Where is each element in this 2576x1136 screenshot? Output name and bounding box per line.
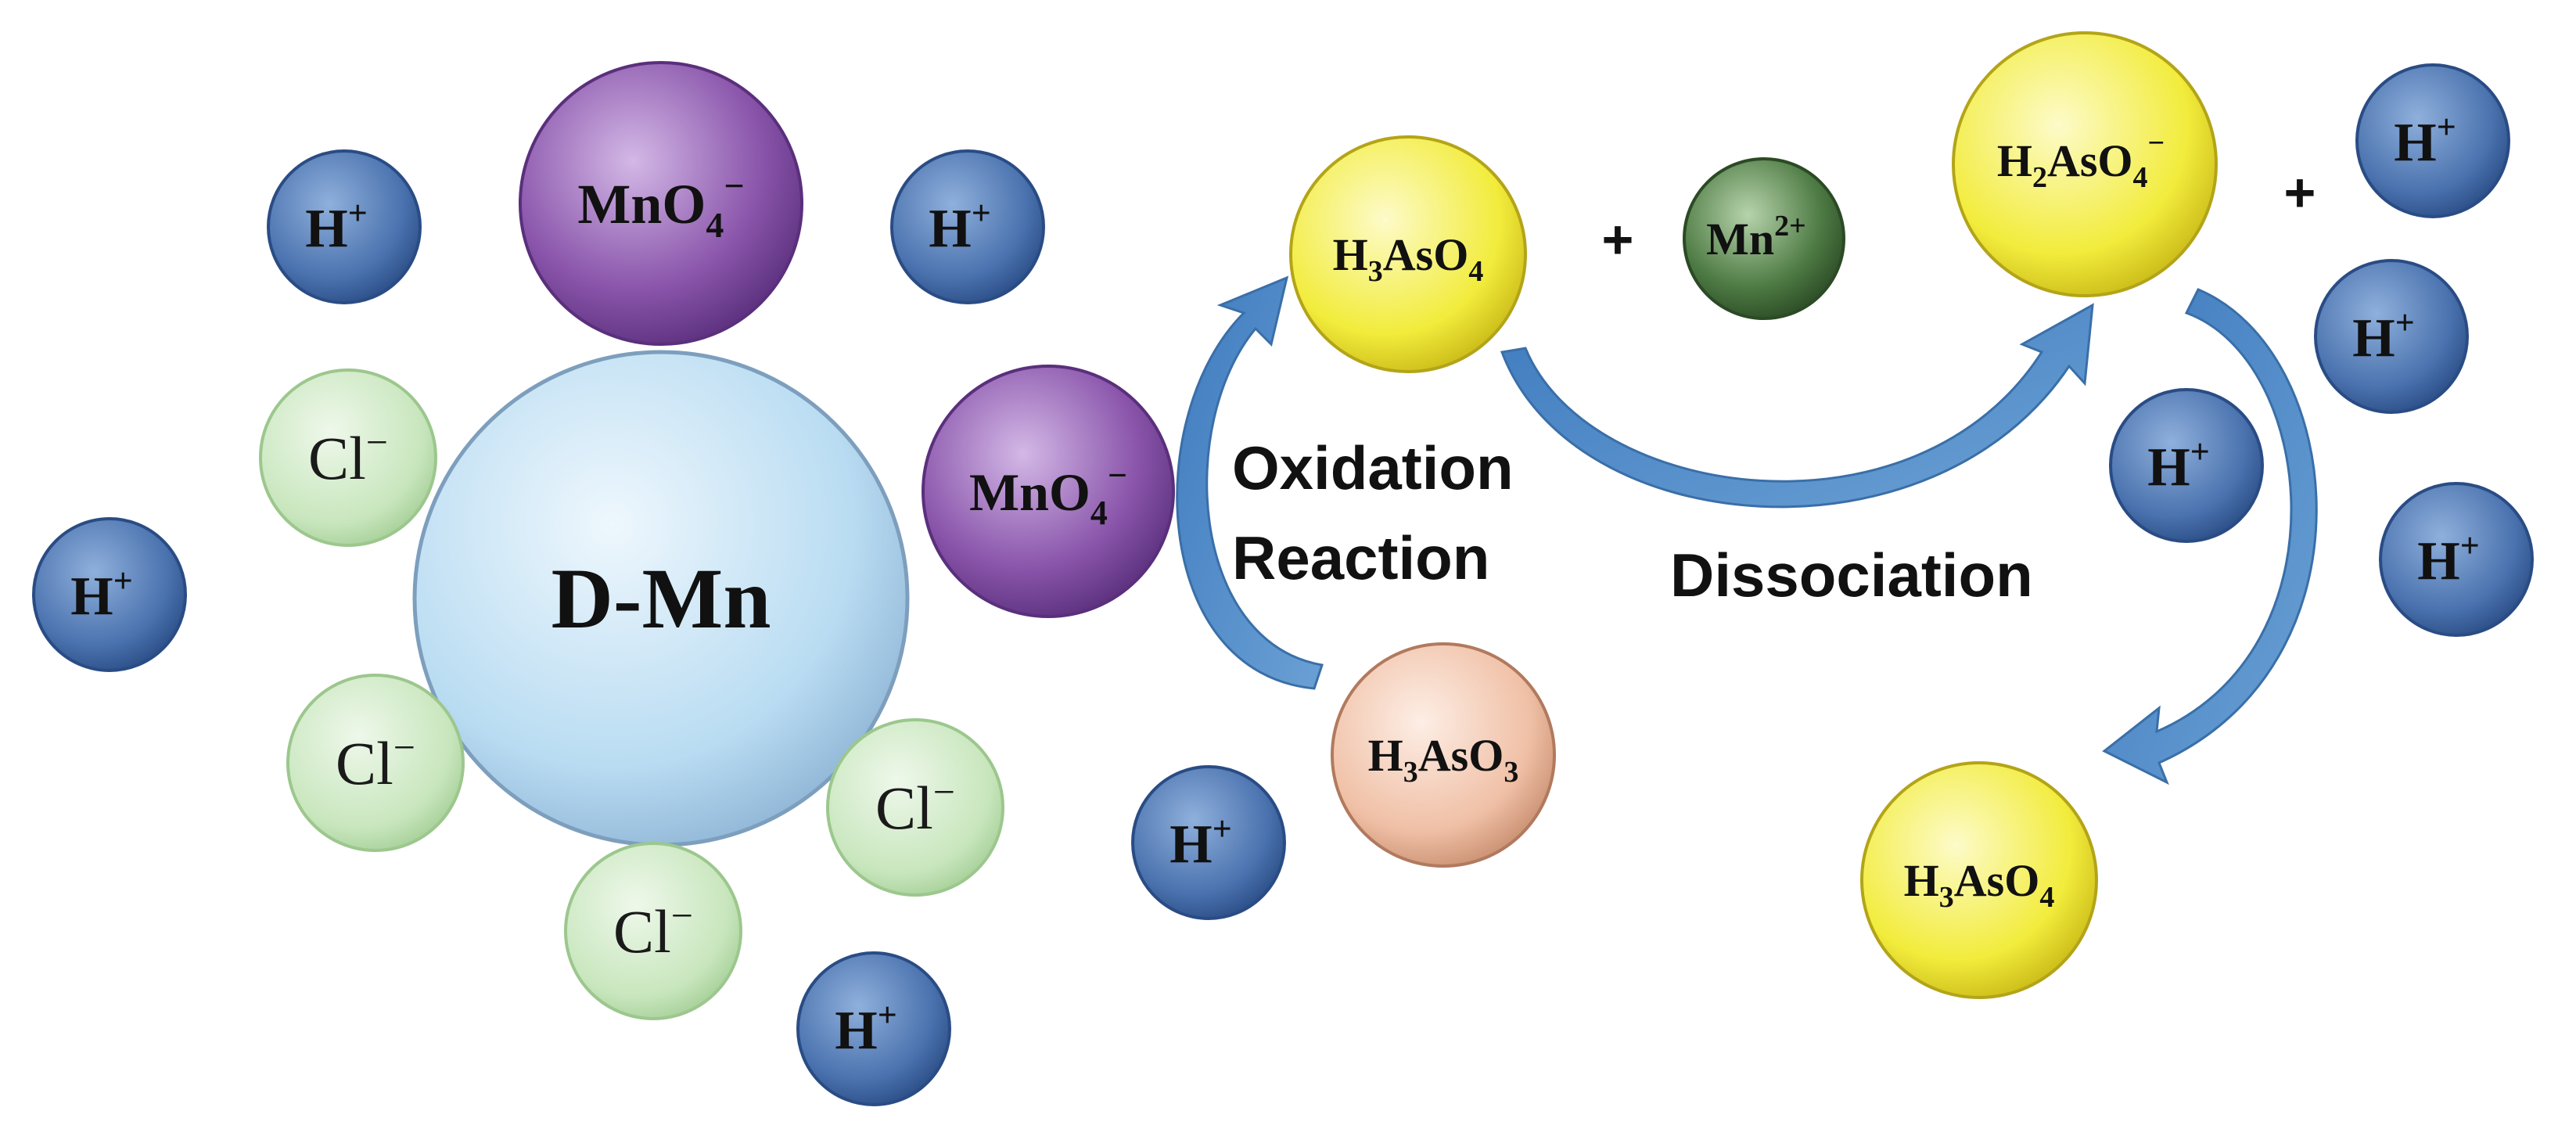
chloride-symbol: Cl bbox=[308, 424, 366, 492]
proton-5: H+ bbox=[1131, 765, 1286, 920]
proton-7: H+ bbox=[2314, 259, 2469, 414]
svg-text:H+: H+ bbox=[929, 194, 991, 259]
svg-text:H+: H+ bbox=[2394, 108, 2456, 173]
svg-text:H+: H+ bbox=[2352, 304, 2415, 368]
proton-2: H+ bbox=[890, 149, 1045, 304]
oxidation-label-line2: Reaction bbox=[1232, 523, 1489, 592]
svg-text:H+: H+ bbox=[305, 194, 368, 259]
plus-sign-2: + bbox=[2284, 162, 2316, 223]
svg-text:H+: H+ bbox=[835, 996, 897, 1061]
plus-sign-1: + bbox=[1602, 209, 1634, 270]
svg-text:Cl−: Cl− bbox=[613, 893, 693, 965]
svg-text:H+: H+ bbox=[1169, 810, 1232, 875]
chloride-ion-1: Cl− bbox=[259, 368, 437, 547]
dihydrogen-arsenate-ion: H2AsO4− bbox=[1952, 31, 2218, 297]
proton-4: H+ bbox=[796, 951, 951, 1106]
d-mn-label: D-Mn bbox=[551, 551, 771, 646]
svg-text:H2AsO4−: H2AsO4− bbox=[1997, 127, 2165, 194]
proton-6: H+ bbox=[2355, 63, 2510, 218]
svg-text:MnO4−: MnO4− bbox=[969, 456, 1127, 532]
arsenate-molecule-top: H3AsO4 bbox=[1289, 135, 1527, 373]
svg-text:H+: H+ bbox=[2147, 433, 2210, 498]
chloride-charge: − bbox=[671, 893, 693, 937]
svg-text:H+: H+ bbox=[2417, 527, 2480, 591]
svg-text:H+: H+ bbox=[70, 562, 133, 627]
svg-text:H3AsO3: H3AsO3 bbox=[1368, 730, 1519, 789]
d-mn-particle: D-Mn bbox=[412, 350, 910, 847]
proton-9: H+ bbox=[2379, 482, 2534, 637]
chloride-symbol: Cl bbox=[613, 897, 671, 965]
svg-text:Cl−: Cl− bbox=[308, 420, 388, 492]
svg-text:H3AsO4: H3AsO4 bbox=[1333, 229, 1484, 288]
proton-1: H+ bbox=[267, 149, 422, 304]
dissociation-arrow bbox=[1500, 303, 2094, 509]
chloride-charge: − bbox=[366, 420, 388, 464]
svg-text:Cl−: Cl− bbox=[875, 770, 955, 842]
return-arrow bbox=[2102, 288, 2318, 785]
svg-text:MnO4−: MnO4− bbox=[577, 166, 744, 245]
chloride-symbol: Cl bbox=[336, 729, 393, 797]
chloride-symbol: Cl bbox=[875, 774, 933, 842]
svg-text:H3AsO4: H3AsO4 bbox=[1904, 855, 2055, 914]
chloride-ion-4: Cl− bbox=[826, 718, 1004, 897]
arsenite-molecule: H3AsO3 bbox=[1331, 642, 1556, 868]
oxidation-label-line1: Oxidation bbox=[1232, 433, 1514, 502]
permanganate-ion-top: MnO4− bbox=[519, 61, 803, 346]
svg-text:Cl−: Cl− bbox=[336, 725, 415, 797]
svg-text:Mn2+: Mn2+ bbox=[1706, 210, 1806, 264]
permanganate-ion-right: MnO4− bbox=[922, 365, 1175, 618]
manganese-ion: Mn2+ bbox=[1683, 157, 1845, 320]
oxidation-arrow bbox=[1176, 275, 1324, 690]
chloride-ion-2: Cl− bbox=[286, 674, 465, 852]
chloride-charge: − bbox=[933, 770, 955, 814]
proton-3: H+ bbox=[32, 517, 187, 672]
chloride-ion-3: Cl− bbox=[564, 842, 742, 1020]
chloride-charge: − bbox=[393, 725, 415, 769]
arsenate-molecule-bottom: H3AsO4 bbox=[1860, 761, 2098, 999]
dissociation-label: Dissociation bbox=[1670, 541, 2033, 609]
proton-8: H+ bbox=[2109, 388, 2264, 543]
